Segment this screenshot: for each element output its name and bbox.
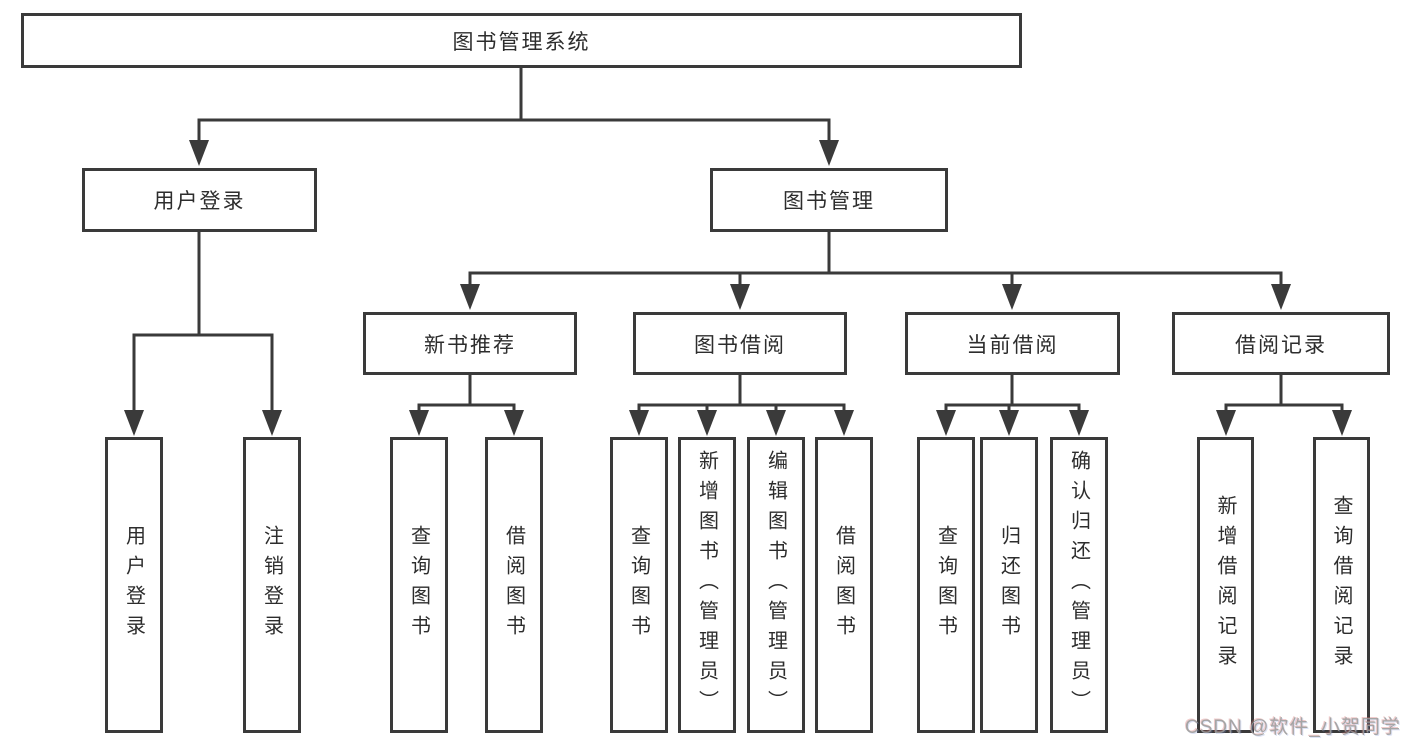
watermark: CSDN @软件_小贺同学 [1185, 717, 1401, 738]
node-current-borrowing: 当前借阅 [905, 312, 1120, 375]
leaf-logout: 注销登录 [243, 437, 301, 733]
leaf-borrow-books-borrow: 借阅图书 [815, 437, 873, 733]
node-root: 图书管理系统 [21, 13, 1022, 68]
leaf-add-borrow-record: 新增借阅记录 [1197, 437, 1254, 733]
leaf-confirm-return-admin: 确认归还（管理员） [1050, 437, 1108, 733]
leaf-user-login: 用户登录 [105, 437, 163, 733]
node-new-book-recommendation: 新书推荐 [363, 312, 577, 375]
leaf-return-books: 归还图书 [980, 437, 1038, 733]
leaf-edit-books-admin: 编辑图书（管理员） [747, 437, 805, 733]
connector-edges [132, 68, 1344, 415]
leaf-query-books-borrow: 查询图书 [610, 437, 668, 733]
node-user-login: 用户登录 [82, 168, 317, 232]
node-book-borrowing: 图书借阅 [633, 312, 847, 375]
leaf-query-books-recommend: 查询图书 [390, 437, 448, 733]
leaf-add-books-admin: 新增图书（管理员） [678, 437, 736, 733]
node-borrowing-records: 借阅记录 [1172, 312, 1390, 375]
node-book-management: 图书管理 [710, 168, 948, 232]
leaf-borrow-books-recommend: 借阅图书 [485, 437, 543, 733]
arrowheads [124, 140, 1352, 436]
leaf-query-books-current: 查询图书 [917, 437, 975, 733]
leaf-query-borrow-record: 查询借阅记录 [1313, 437, 1370, 733]
